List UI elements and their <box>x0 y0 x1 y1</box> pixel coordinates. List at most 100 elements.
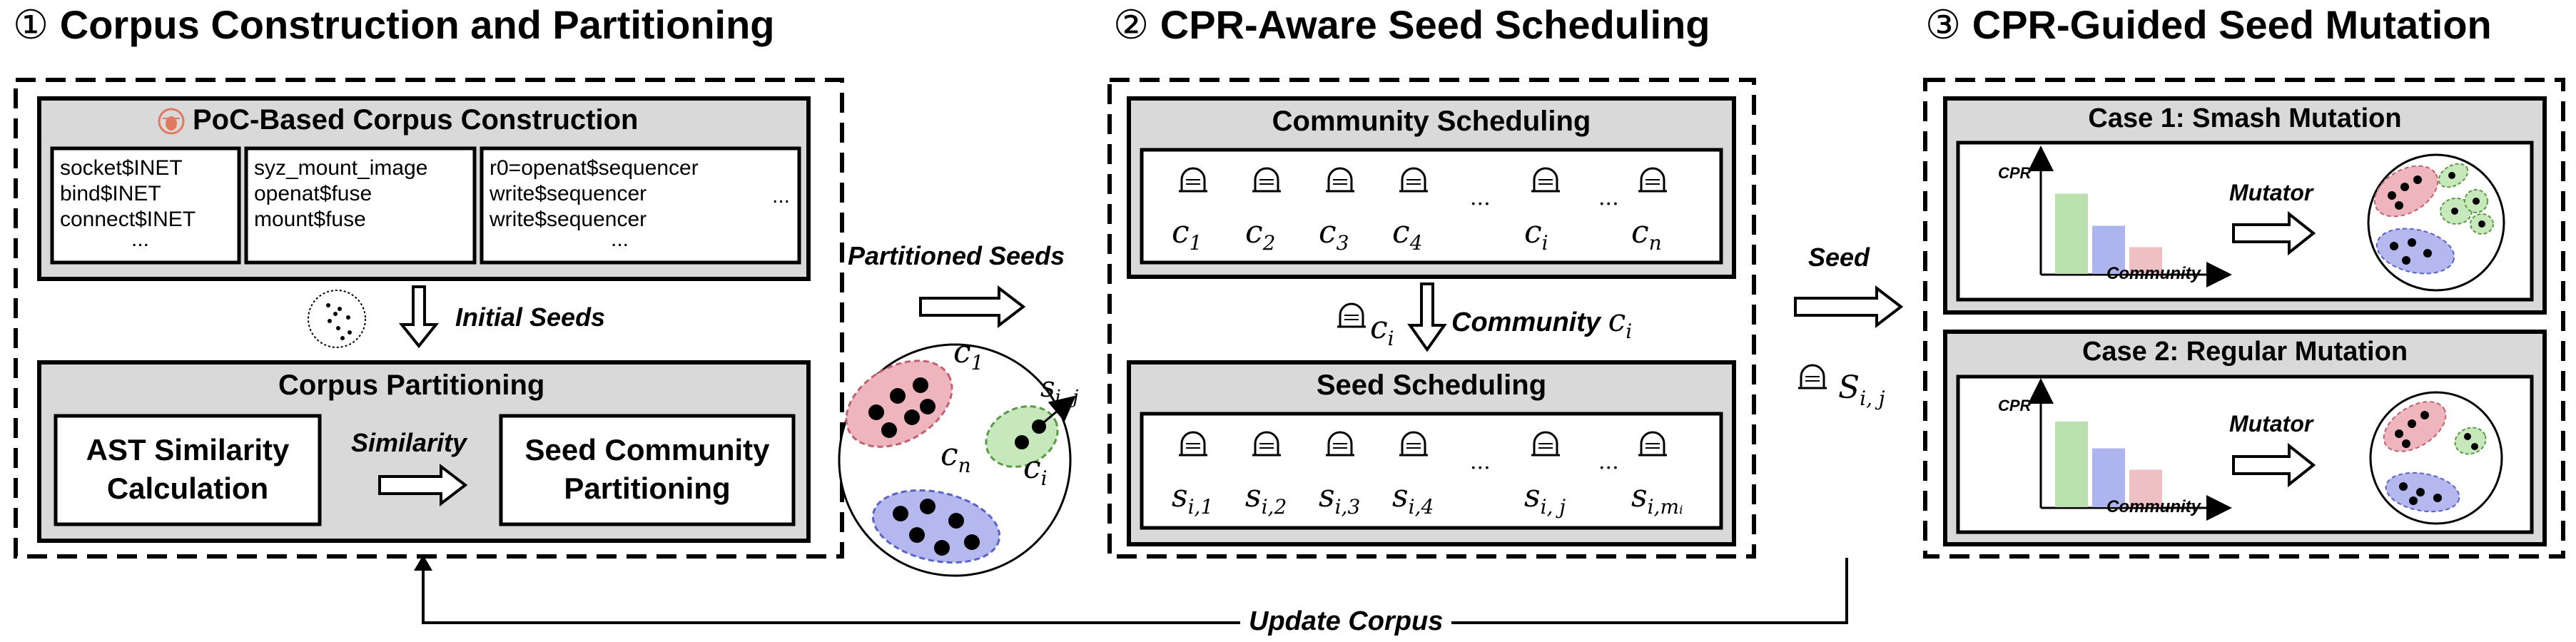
community-label-sub: 4 <box>1409 230 1423 255</box>
corpus-line: bind$INET <box>60 182 161 205</box>
case1-mutator-arrow <box>2232 210 2316 256</box>
partition-title: Corpus Partitioning <box>278 370 545 401</box>
seed-label: si, j <box>1524 478 1566 519</box>
scheduler-icon <box>1252 167 1281 193</box>
seed-pick-icon <box>1798 364 1827 389</box>
stage1-title-text: Corpus Construction and Partitioning <box>59 2 775 47</box>
community-label-sub: n <box>1648 230 1662 255</box>
seed-label: si,2 <box>1245 478 1287 519</box>
seed-icons <box>1179 431 1667 457</box>
scheduler-icon <box>1179 431 1207 457</box>
stage3-title: ③ CPR-Guided Seed Mutation <box>1925 1 2492 49</box>
community-label: c2 <box>1245 214 1275 255</box>
update-corpus-arrowhead <box>414 555 432 571</box>
community-pick-var: ci <box>1370 310 1394 350</box>
label-ci: ci <box>1023 449 1048 490</box>
cpr-bar <box>2055 422 2088 507</box>
seed-var-base: S <box>1838 370 1860 406</box>
seed-label-sub: i,1 <box>1187 494 1214 519</box>
label-sij-base: s <box>1040 371 1055 404</box>
case2-title: Case 2: Regular Mutation <box>2081 337 2408 367</box>
community-icons <box>1179 167 1667 193</box>
similarity-arrow <box>378 463 468 507</box>
seed-var-sub: i, j <box>1860 386 1885 410</box>
community-label: cn <box>1631 214 1662 255</box>
seed-label: Seed <box>1808 243 1870 272</box>
stage1-title: ① Corpus Construction and Partitioning <box>13 1 775 49</box>
label-c1: c1 <box>953 334 983 374</box>
corpus-line: ... <box>611 228 629 251</box>
community-label-base: c <box>1319 214 1337 250</box>
cpr-bar <box>2092 448 2125 507</box>
case2-bars <box>2055 422 2162 507</box>
scheduler-icon <box>1638 431 1667 457</box>
similarity-label: Similarity <box>351 428 467 457</box>
scheduler-icon <box>1399 431 1428 457</box>
community-pick-label-var-sub: i <box>1626 319 1633 343</box>
community-label-sub: i <box>1541 230 1548 255</box>
stage3-title-text: CPR-Guided Seed Mutation <box>1972 2 2492 47</box>
community-label: c4 <box>1392 214 1422 255</box>
case1-mutator-label: Mutator <box>2229 180 2313 205</box>
community-label-sub: 1 <box>1189 230 1202 255</box>
stage1-number: ① <box>13 2 49 49</box>
seed-arrow <box>1794 285 1904 329</box>
case2-cpr-label: CPR <box>1998 397 2032 414</box>
case1-cpr-label: CPR <box>1998 164 2032 182</box>
cpr-bar <box>2129 469 2162 507</box>
initial-seeds-label: Initial Seeds <box>455 302 606 332</box>
case2-result-circle <box>2369 391 2503 525</box>
label-cn-base: c <box>940 437 958 473</box>
update-corpus-label: Update Corpus <box>1240 606 1452 637</box>
seed-label: si,4 <box>1392 478 1434 519</box>
seed-label-sub: i,3 <box>1334 494 1361 519</box>
community-list-box <box>1140 148 1723 265</box>
scheduler-icon <box>1252 431 1281 457</box>
stage2-frame <box>1107 78 1756 559</box>
seed-label-sub: i,4 <box>1408 494 1434 519</box>
community-pick-label: Community ci <box>1451 302 1632 343</box>
corpus-box-2-text: syz_mount_image openat$fuse mount$fuse <box>254 156 427 233</box>
seed-label-sub: i,2 <box>1261 494 1287 519</box>
ast-line: Calculation <box>106 472 269 505</box>
stage3-frame <box>1923 78 2565 559</box>
community-pick-var-sub: i <box>1387 326 1394 350</box>
stage2-title-text: CPR-Aware Seed Scheduling <box>1160 2 1710 47</box>
initial-seeds-arrow <box>398 285 440 349</box>
corpus-more: ... <box>772 184 791 208</box>
community-label-base: c <box>1524 214 1542 250</box>
label-ci-base: c <box>1023 449 1041 486</box>
cpr-bar <box>2129 247 2162 274</box>
case1-title: Case 1: Smash Mutation <box>2088 103 2402 133</box>
community-label: c1 <box>1172 214 1202 255</box>
ast-box <box>54 414 322 526</box>
cpr-bar <box>2055 193 2088 274</box>
community-sched-title: Community Scheduling <box>1272 106 1591 137</box>
initial-seeds-icon <box>308 290 366 348</box>
case1-community-label: Community <box>2106 264 2201 283</box>
scheduler-icon <box>1531 431 1560 457</box>
seed-sched-title: Seed Scheduling <box>1316 370 1547 401</box>
corpus-line: write$sequencer <box>490 182 647 205</box>
community-pick-icon <box>1337 302 1366 328</box>
stage3-number: ③ <box>1925 2 1962 49</box>
communities-circle <box>838 343 1076 577</box>
case2-mutator-arrow <box>2232 442 2316 488</box>
corpus-line: connect$INET <box>60 208 196 231</box>
community-label-base: c <box>1631 214 1649 250</box>
bug-icon <box>158 108 185 135</box>
corpus-box-3-text: r0=openat$sequencer write$sequencer writ… <box>490 156 699 251</box>
corpus-line: write$sequencer <box>490 208 647 231</box>
case1-bars <box>2055 193 2162 274</box>
seed-list-box <box>1140 412 1723 530</box>
scheduler-icon <box>1399 167 1428 193</box>
seed-label-base: s <box>1392 478 1409 514</box>
community-label: ... <box>1470 185 1491 210</box>
seed-label-sub: i,mᵢ <box>1647 494 1683 519</box>
label-cn: cn <box>940 437 971 477</box>
seed-label-sub: i, j <box>1540 494 1566 519</box>
